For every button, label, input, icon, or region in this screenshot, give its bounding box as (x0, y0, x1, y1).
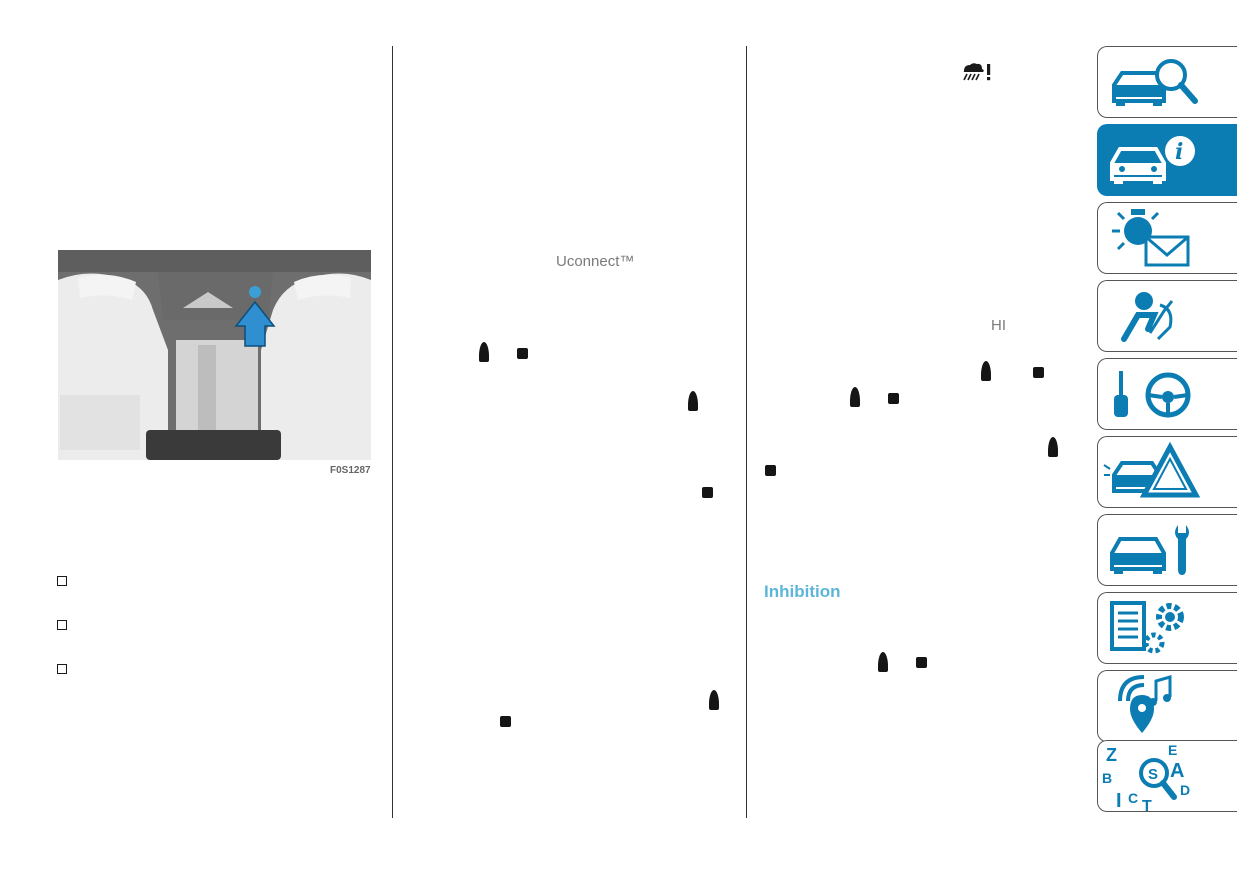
cone-symbol (878, 652, 888, 672)
svg-text:E: E (1168, 742, 1177, 758)
svg-text:I: I (1116, 790, 1122, 812)
cone-symbol (688, 391, 698, 411)
svg-text:B: B (1102, 770, 1112, 786)
tab-servicing-care[interactable] (1097, 514, 1237, 586)
svg-text:Z: Z (1106, 745, 1117, 765)
square-symbol (765, 465, 776, 476)
svg-text:i: i (1175, 139, 1183, 165)
tab-index[interactable]: Z B I C T E A D S (1097, 740, 1237, 812)
car-wrench-icon (1110, 525, 1189, 575)
square-symbol (702, 487, 713, 498)
cone-symbol (709, 690, 719, 710)
section-heading-inhibition: Inhibition (764, 582, 841, 601)
car-hazard-triangle-icon (1103, 441, 1201, 498)
tab-getting-to-know-vehicle[interactable] (1097, 46, 1237, 118)
rain-sensor-warning-icon (961, 62, 993, 87)
cone-symbol (850, 387, 860, 407)
key-steering-wheel-icon (1114, 371, 1191, 418)
square-symbol (916, 657, 927, 668)
uconnect-label: Uconnect™ (556, 253, 635, 270)
car-info-icon: i (1110, 136, 1195, 184)
tab-technical-data[interactable] (1097, 592, 1237, 664)
list-bullet (57, 576, 67, 586)
square-symbol (1033, 367, 1044, 378)
interior-rear-view-photo (58, 250, 371, 460)
column-divider (392, 46, 393, 818)
technical-data-gears-icon (1110, 601, 1184, 654)
hi-label: HI (991, 317, 1006, 334)
tab-multimedia[interactable] (1097, 670, 1237, 742)
multimedia-icon (1118, 675, 1172, 733)
column-divider (746, 46, 747, 818)
svg-text:S: S (1148, 766, 1158, 783)
svg-text:D: D (1180, 782, 1190, 798)
svg-text:A: A (1170, 760, 1184, 782)
square-symbol (517, 348, 528, 359)
tab-starting-driving[interactable] (1097, 358, 1237, 430)
cone-symbol (1048, 437, 1058, 457)
cone-symbol (479, 342, 489, 362)
square-symbol (500, 716, 511, 727)
cone-symbol (981, 361, 991, 381)
airbag-safety-icon (1121, 292, 1174, 342)
alphabetical-index-icon: Z B I C T E A D S (1102, 742, 1190, 812)
list-bullet (57, 664, 67, 674)
figure-caption: F0S1287 (330, 465, 371, 476)
svg-text:C: C (1128, 790, 1138, 806)
tab-in-an-emergency[interactable] (1097, 436, 1237, 508)
svg-text:T: T (1142, 798, 1152, 812)
list-bullet (57, 620, 67, 630)
car-search-icon (1112, 59, 1198, 106)
warning-light-message-icon (1112, 209, 1190, 267)
tab-safety[interactable] (1097, 280, 1237, 352)
square-symbol (888, 393, 899, 404)
tab-dashboard-info[interactable]: i (1097, 124, 1237, 196)
tab-warning-lights-messages[interactable] (1097, 202, 1237, 274)
